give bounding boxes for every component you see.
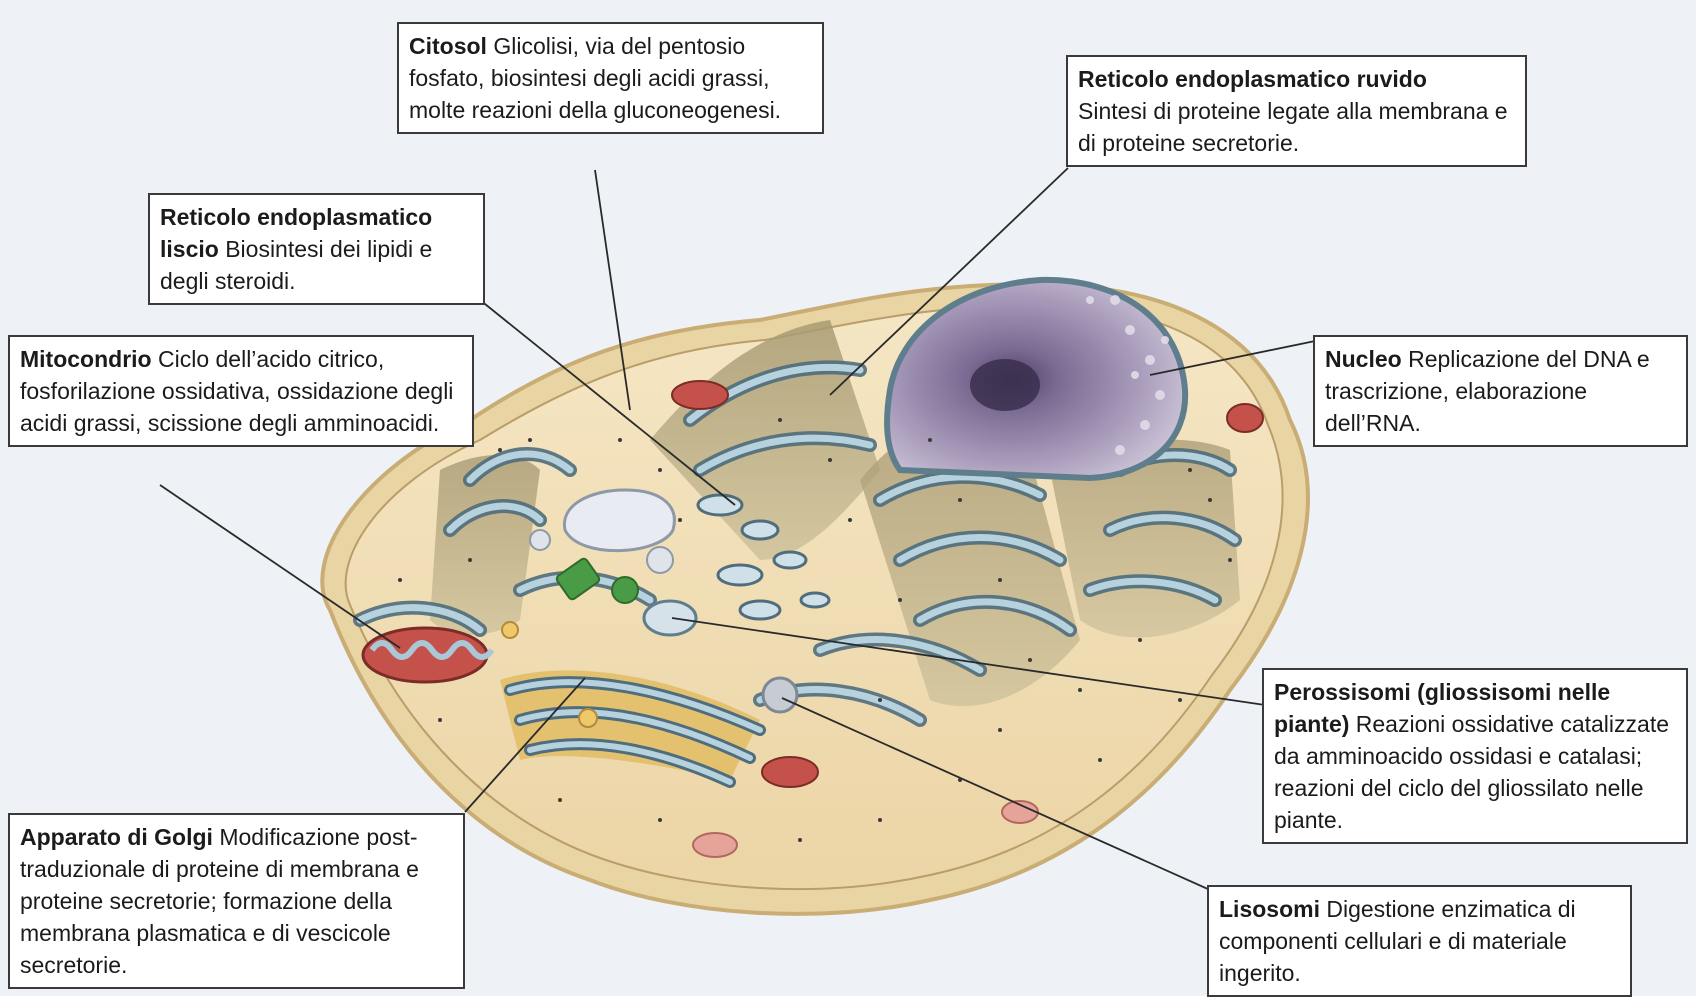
- mitochondrion-small: [762, 757, 818, 787]
- mitochondrion-small: [672, 381, 728, 409]
- mitochondrion-small: [1227, 404, 1263, 432]
- label-ser: Reticolo endoplasmatico liscio Biosintes…: [148, 193, 485, 305]
- label-rer-title: Reticolo endoplasmatico ruvido: [1078, 63, 1515, 95]
- label-golgi-title: Apparato di Golgi: [20, 824, 213, 850]
- label-citosol: Citosol Glicolisi, via del pentosio fosf…: [397, 22, 824, 134]
- label-lisosomi-title: Lisosomi: [1219, 896, 1320, 922]
- label-perossisomi: Perossisomi (gliossisomi nelle piante) R…: [1262, 668, 1688, 844]
- label-mitocondrio-title: Mitocondrio: [20, 346, 152, 372]
- vesicle: [530, 530, 550, 550]
- label-rer-text: Sintesi di proteine legate alla membrana…: [1078, 98, 1508, 156]
- vesicle: [502, 622, 518, 638]
- mitochondrion-small: [693, 833, 737, 857]
- label-nucleo: Nucleo Replicazione del DNA e trascrizio…: [1313, 335, 1688, 447]
- vacuole: [564, 490, 674, 551]
- label-mitocondrio: Mitocondrio Ciclo dell’acido citrico, fo…: [8, 335, 474, 447]
- peroxisome: [644, 601, 696, 635]
- vesicle: [647, 547, 673, 573]
- vesicle: [579, 709, 597, 727]
- label-citosol-title: Citosol: [409, 33, 487, 59]
- label-lisosomi: Lisosomi Digestione enzimatica di compon…: [1207, 885, 1632, 997]
- lysosome: [763, 678, 797, 712]
- label-nucleo-title: Nucleo: [1325, 346, 1402, 372]
- label-golgi: Apparato di Golgi Modificazione post-tra…: [8, 813, 465, 989]
